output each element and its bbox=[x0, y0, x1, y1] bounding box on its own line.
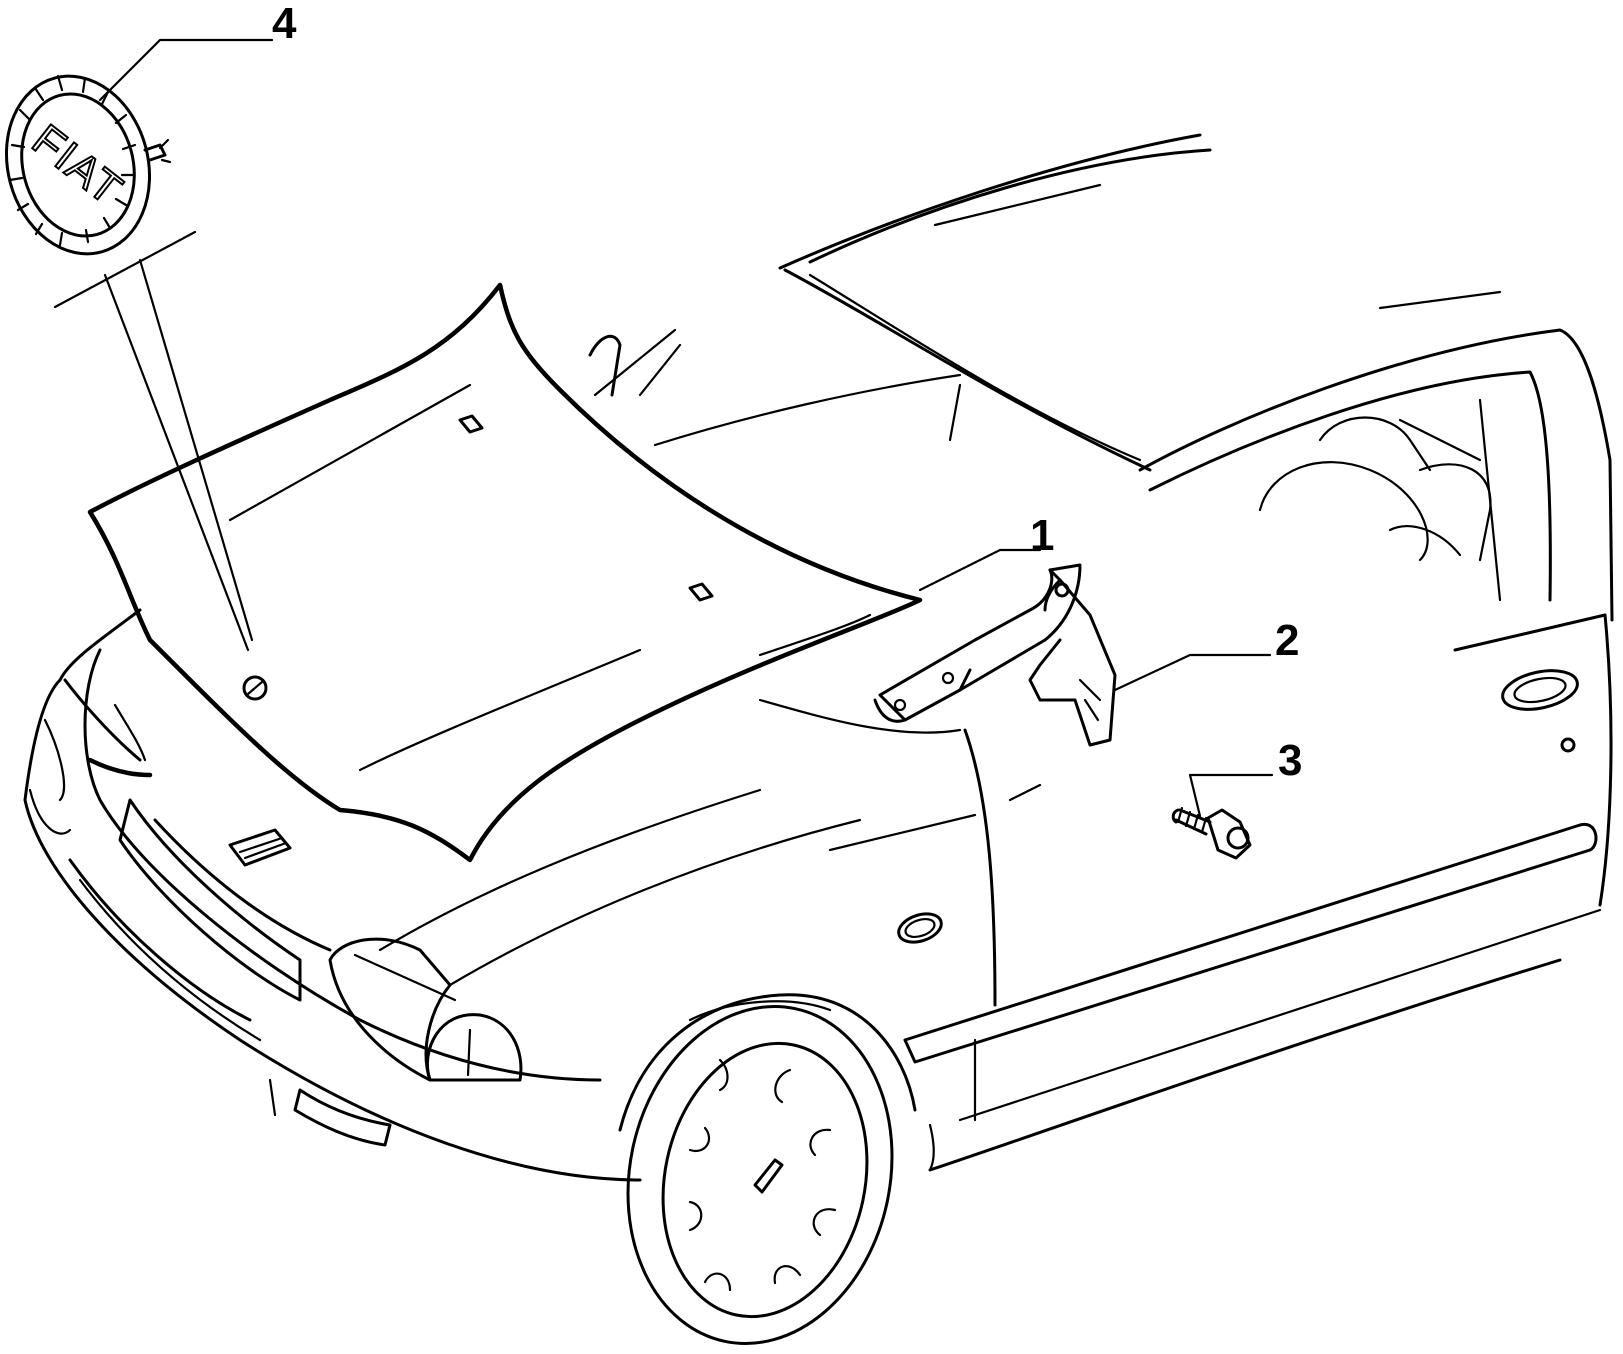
front-wheel bbox=[626, 1005, 894, 1345]
car-body bbox=[23, 133, 1614, 1345]
hinge-bolt bbox=[1171, 806, 1252, 860]
callout-2: 2 bbox=[1275, 616, 1299, 665]
callout-4: 4 bbox=[272, 0, 297, 48]
hood-hinge bbox=[873, 563, 1117, 747]
callout-1: 1 bbox=[1030, 511, 1054, 560]
callout-3: 3 bbox=[1278, 736, 1302, 785]
hood-panel bbox=[87, 282, 923, 863]
fiat-emblem: FIAT bbox=[4, 74, 172, 256]
fiat-emblem-text: FIAT bbox=[23, 115, 132, 215]
leader-lines bbox=[53, 38, 1274, 818]
callout-labels: 4 1 2 3 bbox=[272, 0, 1302, 785]
